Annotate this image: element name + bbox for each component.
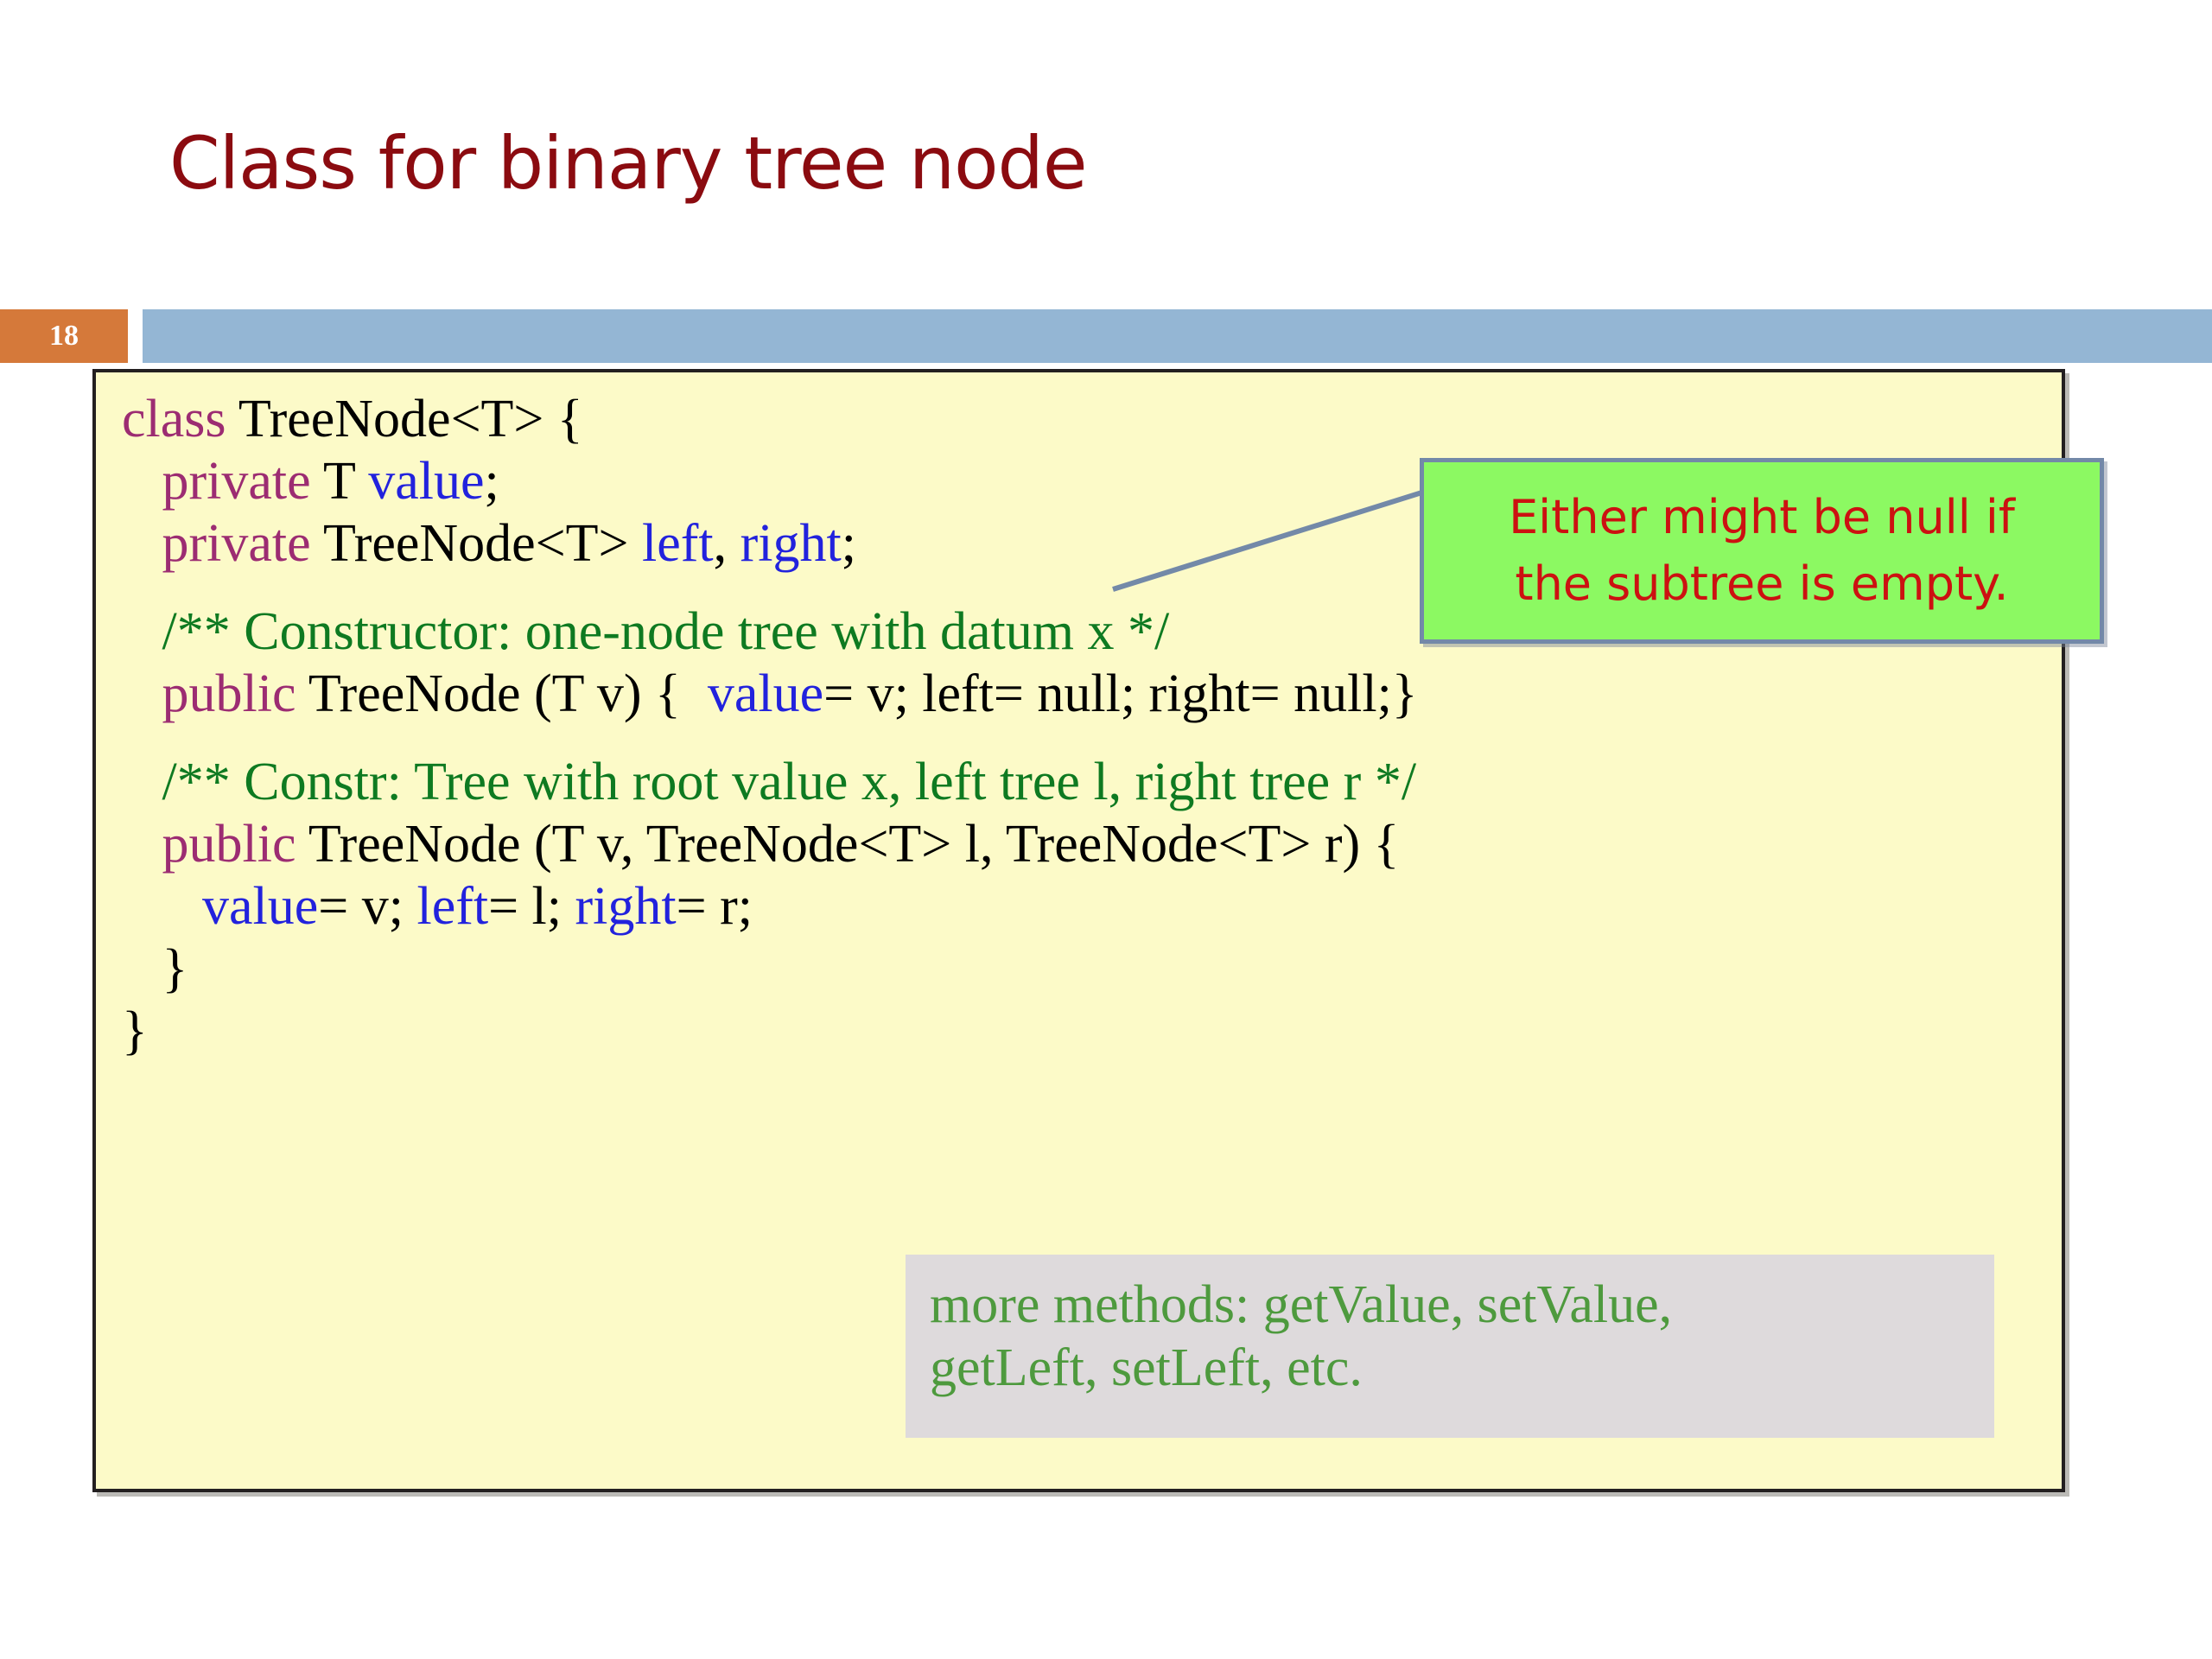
code-token-plain: = v; xyxy=(318,877,417,936)
code-line: public TreeNode (T v) { value= v; left= … xyxy=(122,664,2053,728)
code-token-kw: class xyxy=(122,390,238,448)
code-token-kw: private xyxy=(122,514,324,573)
callout-line-2: the subtree is empty. xyxy=(1515,556,2009,611)
code-token-fld: value xyxy=(368,452,485,511)
slide-number-badge: 18 xyxy=(0,309,128,363)
code-token-plain: , xyxy=(713,514,741,573)
callout-null-note: Either might be null if the subtree is e… xyxy=(1420,458,2104,644)
code-token-kw: public xyxy=(122,815,308,874)
code-token-plain xyxy=(122,877,202,936)
code-token-cmt: /** Constr: Tree with root value x, left… xyxy=(122,753,1417,811)
header-accent-bar xyxy=(143,309,2212,363)
code-line: /** Constr: Tree with root value x, left… xyxy=(122,753,2053,817)
code-token-plain: = v; left= null; right= null;} xyxy=(823,664,1418,723)
code-token-plain: TreeNode (T v) { xyxy=(308,664,708,723)
code-line: } xyxy=(122,939,2053,1003)
code-line: private TreeNode<T> left, right; xyxy=(122,514,2053,578)
code-token-plain: } xyxy=(122,939,188,998)
code-token-fld: value xyxy=(707,664,824,723)
note-more-methods: more methods: getValue, setValue, getLef… xyxy=(906,1255,1994,1438)
code-line: } xyxy=(122,1001,2053,1065)
code-listing: class TreeNode<T> { private T value; pri… xyxy=(122,391,2053,1065)
code-token-plain: TreeNode (T v, TreeNode<T> l, TreeNode<T… xyxy=(308,815,1400,874)
code-token-fld: value xyxy=(202,877,319,936)
code-token-plain: = r; xyxy=(676,877,753,936)
code-token-cmt: /** Constructor: one-node tree with datu… xyxy=(122,602,1170,661)
code-token-plain: TreeNode<T> xyxy=(323,514,642,573)
callout-line-1: Either might be null if xyxy=(1509,489,2015,544)
code-token-plain: ; xyxy=(841,514,856,573)
code-token-fld: left xyxy=(416,877,489,936)
code-token-plain: } xyxy=(122,1001,148,1060)
code-token-plain: T xyxy=(323,452,369,511)
code-line: class TreeNode<T> { xyxy=(122,391,2053,454)
code-line: value= v; left= l; right= r; xyxy=(122,877,2053,941)
code-line xyxy=(122,728,2053,754)
page-title: Class for binary tree node xyxy=(169,121,1088,206)
code-token-fld: right xyxy=(575,877,677,936)
note-line-2: getLeft, setLeft, etc. xyxy=(930,1338,1363,1398)
code-token-plain: ; xyxy=(484,452,499,511)
code-token-kw: public xyxy=(122,664,308,723)
code-token-plain: TreeNode<T> { xyxy=(238,390,583,448)
code-line: private T value; xyxy=(122,452,2053,516)
code-token-fld: right xyxy=(740,514,842,573)
code-token-kw: private xyxy=(122,452,324,511)
code-line: /** Constructor: one-node tree with datu… xyxy=(122,602,2053,666)
code-line: public TreeNode (T v, TreeNode<T> l, Tre… xyxy=(122,815,2053,879)
code-token-fld: left xyxy=(642,514,714,573)
code-token-plain: = l; xyxy=(488,877,575,936)
note-line-1: more methods: getValue, setValue, xyxy=(930,1275,1673,1334)
